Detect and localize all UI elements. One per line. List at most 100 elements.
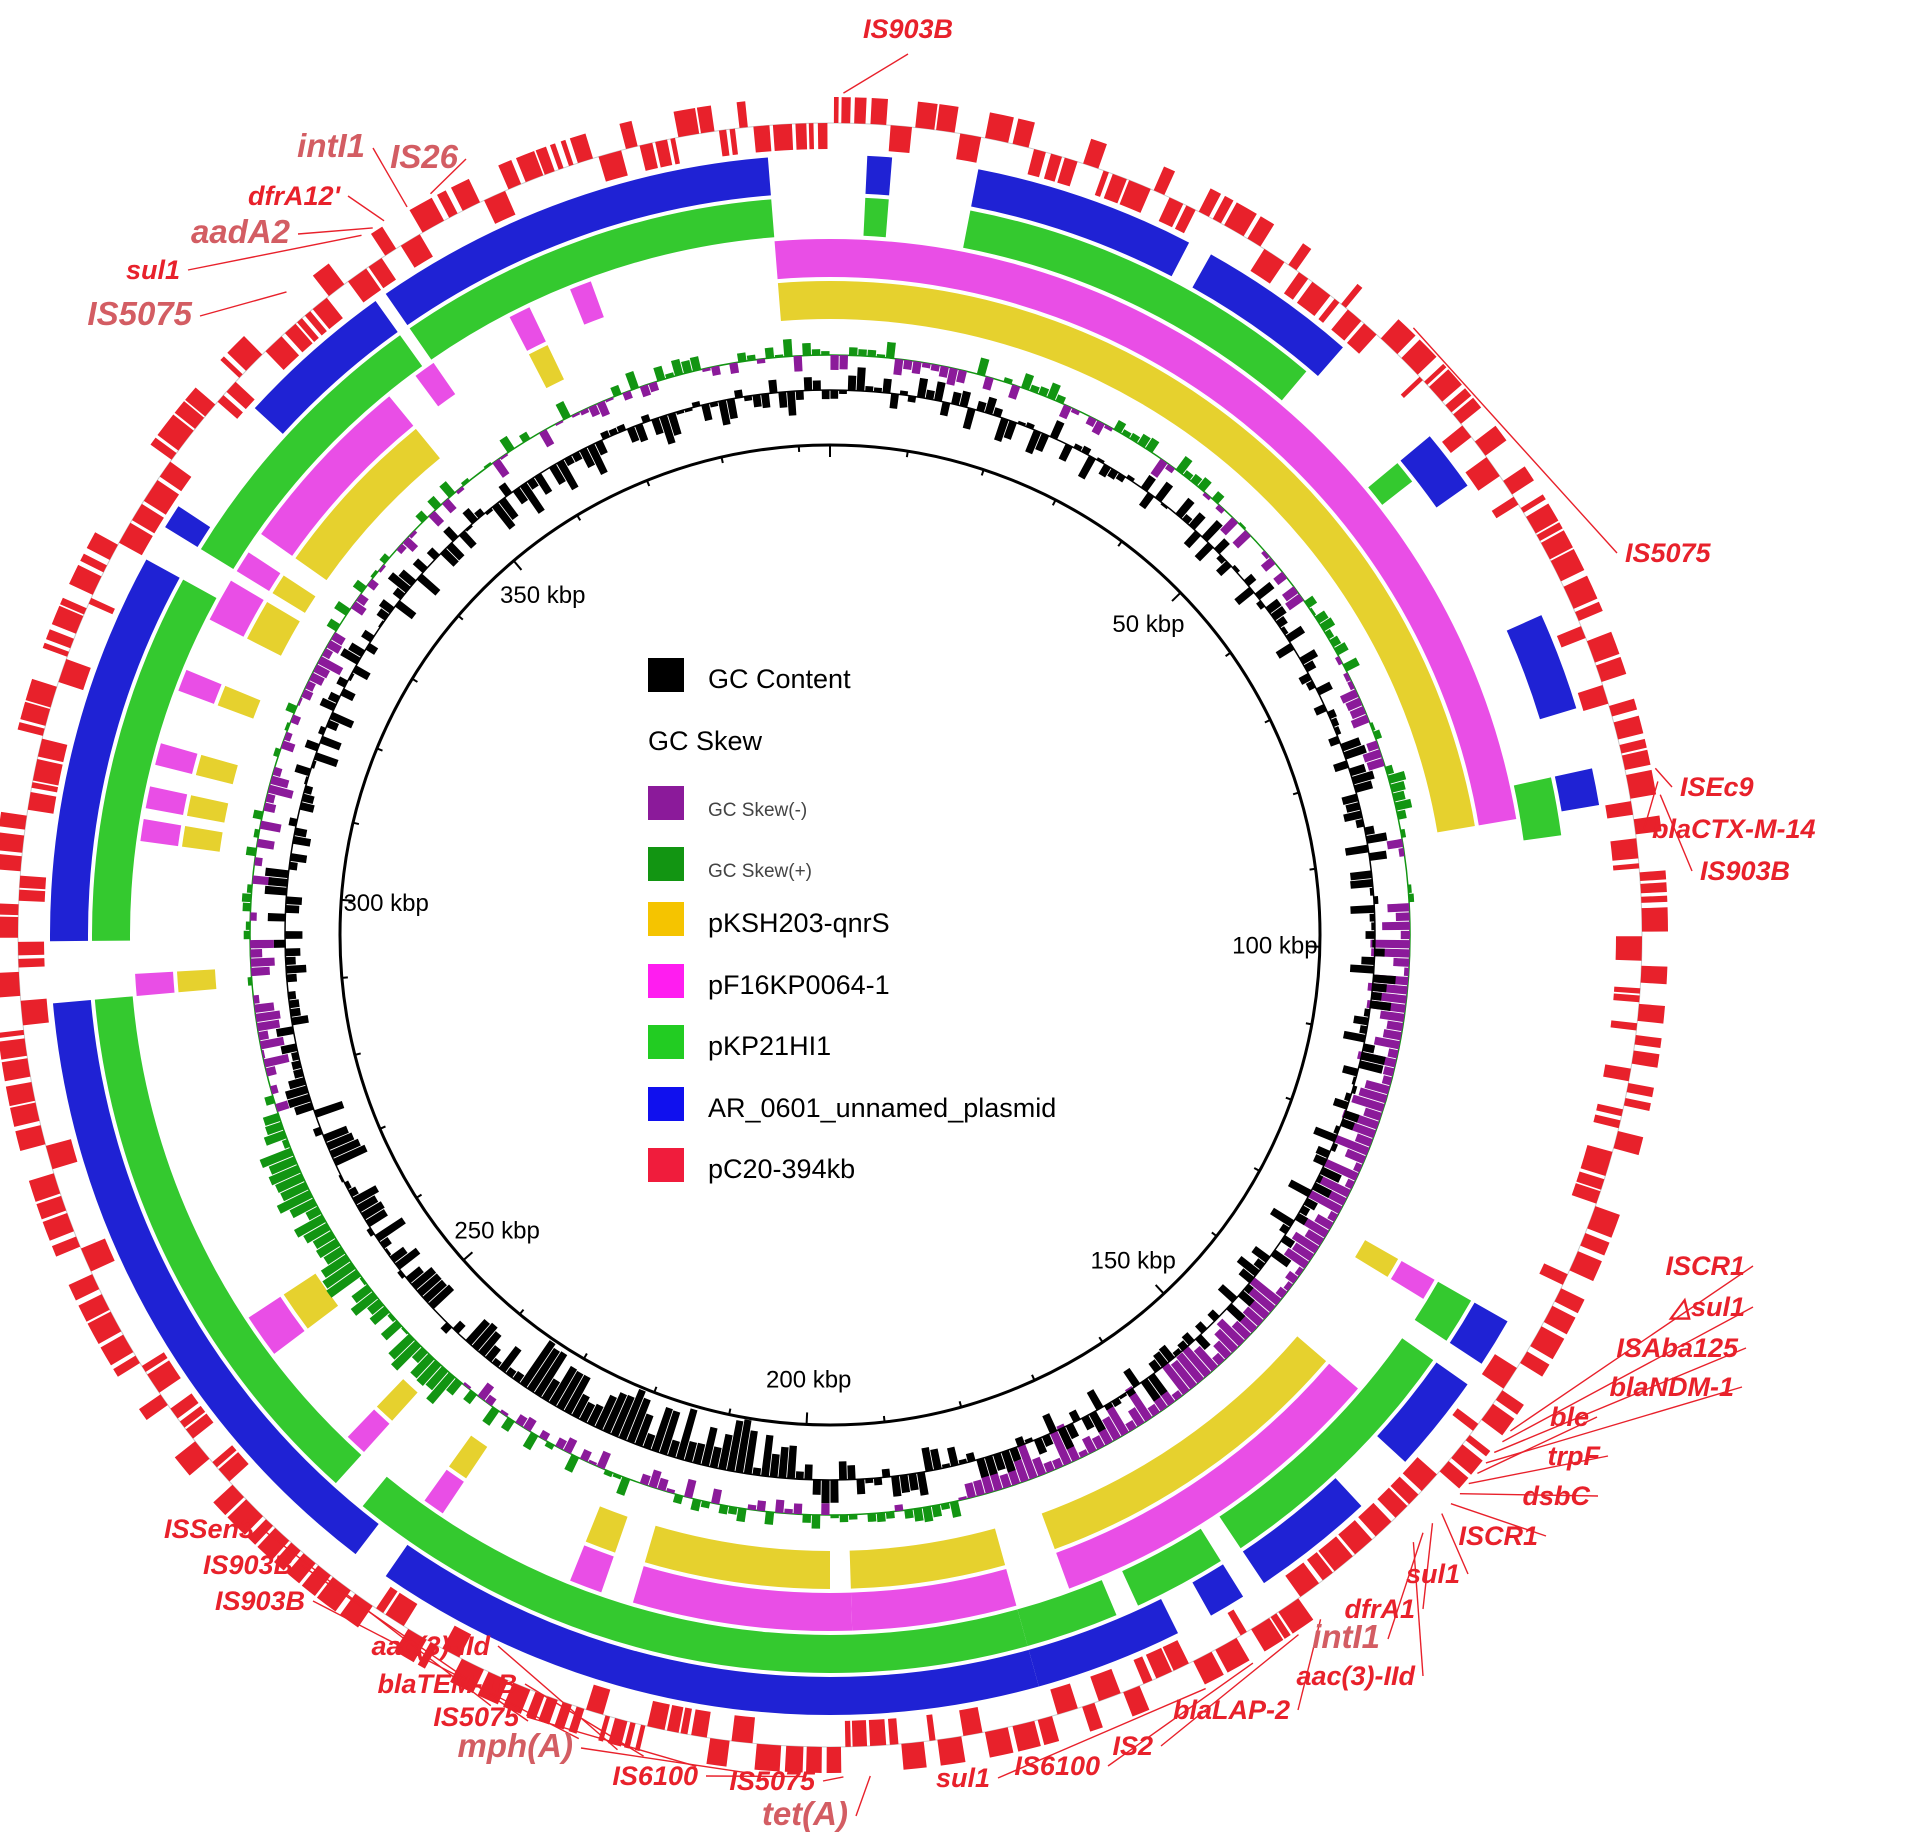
leader-line xyxy=(497,1645,618,1751)
gene-feature-44 xyxy=(1520,494,1546,513)
gene-label: blaCTX-M-14 xyxy=(1652,814,1816,844)
gc-content-bar-158 xyxy=(1140,1378,1161,1402)
gc-content-bar-325 xyxy=(336,676,349,688)
gc-content-bar-375 xyxy=(667,412,682,436)
gene-feature-38 xyxy=(1453,397,1482,424)
gene-feature-166 xyxy=(227,1499,264,1535)
gene-feature-184 xyxy=(42,1213,74,1241)
gene-feature-86 xyxy=(1580,1233,1610,1256)
leader-line xyxy=(1659,794,1693,872)
gc-skew-bar-115 xyxy=(1364,1080,1390,1095)
gc-content-bar-72 xyxy=(1327,708,1337,720)
gene-feature-246 xyxy=(484,190,516,224)
gc-content-bar-276 xyxy=(287,1093,312,1109)
gc-content-bar-255 xyxy=(389,1246,408,1263)
gc-content-bar-196 xyxy=(830,1479,839,1503)
gc-content-bar-194 xyxy=(847,1465,856,1480)
gene-feature-22 xyxy=(1224,202,1257,237)
gc-skew-bar-59 xyxy=(1285,593,1304,611)
gc-content-bar-104 xyxy=(1372,983,1387,993)
gc-skew-bar-276 xyxy=(275,1100,290,1113)
pKP21HI1-segment-0 xyxy=(863,197,889,238)
ruler-tick xyxy=(980,469,985,476)
gene-feature-15 xyxy=(1103,173,1127,204)
gene-feature-207 xyxy=(32,759,63,786)
gc-skew-bar-199 xyxy=(802,1514,812,1523)
gc-content-bar-54 xyxy=(1243,573,1257,587)
gene-feature-172 xyxy=(179,1405,206,1428)
gc-skew-bar-320 xyxy=(285,702,298,714)
gene-feature-183 xyxy=(51,1236,81,1257)
gc-content-bar-125 xyxy=(1313,1154,1327,1167)
gene-feature-262 xyxy=(736,101,748,129)
gc-content-bar-193 xyxy=(856,1478,866,1495)
gene-feature-112 xyxy=(1215,1637,1250,1673)
gc-content-bar-178 xyxy=(984,1455,998,1476)
gc-skew-bar-149 xyxy=(1213,1340,1232,1360)
leader-line xyxy=(1387,1532,1424,1640)
gc-content-bar-249 xyxy=(422,1279,447,1303)
gc-content-bar-272 xyxy=(312,1126,323,1137)
gc-content-bar-77 xyxy=(1343,744,1367,760)
gene-label: blaNDM-1 xyxy=(1609,1372,1734,1402)
gene-feature-117 xyxy=(1123,1685,1150,1717)
gc-content-bar-219 xyxy=(634,1413,654,1447)
gc-content-bar-141 xyxy=(1238,1268,1255,1284)
gc-skew-bar-209 xyxy=(711,1488,722,1505)
gene-feature-29 xyxy=(1341,283,1363,308)
gc-skew-bar-9 xyxy=(911,361,922,375)
gc-skew-bar-324 xyxy=(309,672,325,686)
gc-skew-bar-291 xyxy=(250,966,271,977)
gc-skew-bar-146 xyxy=(1231,1320,1252,1340)
gene-feature-78 xyxy=(1623,1098,1651,1112)
pF16KP0064_1-segment-14 xyxy=(209,580,264,637)
gc-skew-bar-170 xyxy=(1049,1430,1072,1466)
gc-content-bar-106 xyxy=(1370,1000,1392,1011)
gc-content-bar-145 xyxy=(1226,1303,1246,1322)
gc-content-bar-224 xyxy=(595,1394,617,1431)
gc-skew-bar-102 xyxy=(1403,967,1410,977)
gene-feature-170 xyxy=(174,1441,210,1476)
gc-skew-bar-210 xyxy=(700,1500,711,1509)
gc-skew-bar-200 xyxy=(793,1503,803,1515)
gc-content-bar-287 xyxy=(288,999,300,1009)
gc-skew-bar-231 xyxy=(523,1416,537,1432)
gc-skew-bar-3 xyxy=(858,349,867,357)
gc-content-bar-121 xyxy=(1333,1125,1341,1135)
gc-skew-bar-330 xyxy=(326,618,341,632)
gc-skew-bar-245 xyxy=(411,1347,428,1364)
gc-content-bar-120 xyxy=(1340,1118,1355,1131)
gc-content-bar-367 xyxy=(600,430,611,440)
gene-feature-35 xyxy=(1424,363,1447,385)
gc-content-bar-20 xyxy=(994,417,1009,442)
gc-content-bar-356 xyxy=(519,482,545,514)
gc-content-bar-89 xyxy=(1368,850,1388,861)
gc-skew-bar-251 xyxy=(369,1306,390,1326)
gc-skew-bar-305 xyxy=(256,838,275,850)
gc-skew-bar-173 xyxy=(1032,1456,1047,1477)
gene-feature-229 xyxy=(217,395,243,419)
gene-feature-131 xyxy=(844,1720,851,1747)
gene-feature-163 xyxy=(273,1542,301,1571)
gc-content-bar-318 xyxy=(319,735,342,751)
gc-skew-bar-390 xyxy=(793,355,803,372)
gc-skew-bar-131 xyxy=(1314,1214,1334,1230)
ruler-label-350: 350 kbp xyxy=(500,582,585,609)
gc-content-bar-162 xyxy=(1111,1397,1122,1408)
gc-skew-bar-156 xyxy=(1171,1390,1183,1401)
gc-content-bar-208 xyxy=(726,1420,744,1472)
gene-feature-202 xyxy=(0,854,22,872)
gc-skew-bar-155 xyxy=(1159,1359,1190,1396)
legend-swatch xyxy=(648,902,684,936)
gc-content-bar-75 xyxy=(1328,735,1341,747)
gc-skew-bar-62 xyxy=(1314,610,1329,624)
gc-content-bar-155 xyxy=(1153,1351,1169,1368)
gc-skew-bar-70 xyxy=(1347,680,1355,691)
ruler-tick xyxy=(720,456,724,464)
gc-skew-bar-387 xyxy=(764,347,775,359)
gc-skew-bar-349 xyxy=(439,481,456,498)
gc-content-bar-190 xyxy=(881,1468,891,1478)
gc-content-bar-172 xyxy=(1033,1437,1048,1455)
gc-content-bar-191 xyxy=(873,1477,883,1486)
gc-skew-bar-384 xyxy=(736,352,747,363)
